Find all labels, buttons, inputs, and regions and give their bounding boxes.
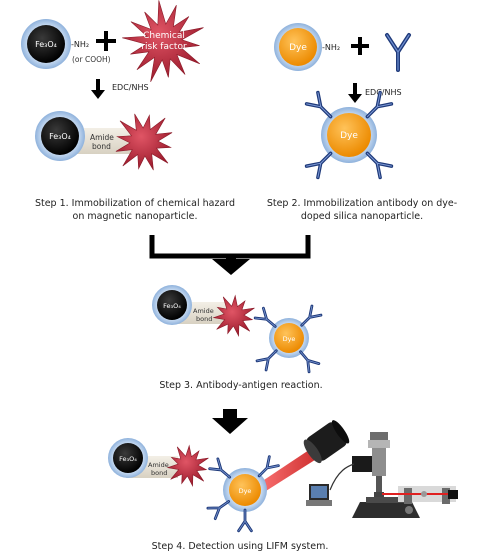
fe3o4-label-conj: Fe₃O₄ xyxy=(49,132,71,141)
antibody-icon-abRing-3 xyxy=(304,151,333,180)
step4-caption: Step 4. Detection using LIFM system. xyxy=(152,541,329,552)
antibody-icon-abRing3-0 xyxy=(253,306,277,328)
down-arrow-icon-step2 xyxy=(348,83,362,103)
fe3o4-label-step4: Fe₃O₄ xyxy=(119,455,137,463)
fe3o4-hazard-conjugate: Fe₃O₄ Amide bond xyxy=(35,111,173,171)
antibody-icon-abRing4-2 xyxy=(237,508,253,533)
laser-beam xyxy=(252,448,318,496)
fe3o4-label: Fe₃O₄ xyxy=(35,40,57,49)
antibody-icon-abRing4-3 xyxy=(206,500,231,521)
bond-label-step1: bond xyxy=(92,142,111,151)
hazard-label-line1: Chemical xyxy=(143,31,185,41)
nh2-label-step2: -NH₂ xyxy=(322,43,340,52)
amide-label-step1: Amide xyxy=(90,133,114,142)
step1-caption-line2: on magnetic nanoparticle. xyxy=(73,211,198,222)
fe3o4-label-step3: Fe₃O₄ xyxy=(163,302,181,310)
step2-caption-line1: Step 2. Immobilization antibody on dye- xyxy=(267,198,457,209)
step3-group: Fe₃O₄ Amide bond Dye Step 3. Antibody-an… xyxy=(152,285,323,391)
dye-antibody-complex-step4: Dye xyxy=(206,455,280,533)
plus-icon-step1 xyxy=(96,31,116,51)
step3-caption: Step 3. Antibody-antigen reaction. xyxy=(159,380,322,391)
plus-icon-step2 xyxy=(351,37,369,55)
amide-label-step3: Amide xyxy=(193,307,214,315)
lifm-system-icon xyxy=(306,432,458,518)
dye-antibody-conjugate: Dye xyxy=(304,90,394,180)
step2-group: Dye -NH₂ EDC/NHS Dye Step 2. Immobilizat… xyxy=(267,23,457,222)
chemical-hazard-star-icon: Chemical risk factor xyxy=(122,0,204,82)
dye-label-step3: Dye xyxy=(283,335,296,343)
nh2-label-step1: -NH₂ xyxy=(71,40,89,49)
antibody-icon-abRing3-2 xyxy=(299,350,321,374)
step1-caption-line1: Step 1. Immobilization of chemical hazar… xyxy=(35,198,235,209)
step4-group: Fe₃O₄ Amide bond Dye xyxy=(108,420,458,552)
step1-group: Fe₃O₄ -NH₂ (or COOH) Chemical risk facto… xyxy=(21,0,235,222)
merge-bracket xyxy=(149,235,311,275)
antibody-icon-abRing4-0 xyxy=(208,457,232,479)
antibody-icon-abRing3-1 xyxy=(300,304,323,327)
antibody-icon-abRing3-3 xyxy=(255,349,278,372)
down-arrow-icon-step1 xyxy=(91,79,105,99)
edc-nhs-label-step1: EDC/NHS xyxy=(112,83,149,92)
antibody-icon-abRing-1 xyxy=(365,90,394,119)
antibody-icon-abRing-2 xyxy=(365,151,394,180)
step2-caption-line2: doped silica nanoparticle. xyxy=(301,211,423,222)
dye-particle-step2-top: Dye xyxy=(274,23,322,71)
dye-antibody-complex-step3: Dye xyxy=(253,304,323,374)
bond-label-step4: bond xyxy=(151,469,167,477)
antibody-icon-free xyxy=(385,33,411,72)
dye-label-conj: Dye xyxy=(340,131,358,141)
fe3o4-particle-step3: Fe₃O₄ xyxy=(152,285,192,325)
cooh-label: (or COOH) xyxy=(72,55,111,64)
laser-source-icon xyxy=(303,420,350,464)
amide-label-step4: Amide xyxy=(148,461,169,469)
bond-label-step3: bond xyxy=(196,315,212,323)
antibody-icon-abRing4-1 xyxy=(257,455,280,478)
dye-label-step4: Dye xyxy=(239,487,252,495)
down-arrow-icon-step4 xyxy=(212,409,248,434)
antibody-icon-abRing-0 xyxy=(304,90,333,119)
fe3o4-particle-step1: Fe₃O₄ xyxy=(21,19,71,69)
hazard-label-line2: risk factor xyxy=(141,42,187,52)
fe3o4-particle-step4: Fe₃O₄ xyxy=(108,438,148,478)
edc-nhs-label-step2: EDC/NHS xyxy=(365,88,402,97)
dye-label-top: Dye xyxy=(289,43,307,53)
